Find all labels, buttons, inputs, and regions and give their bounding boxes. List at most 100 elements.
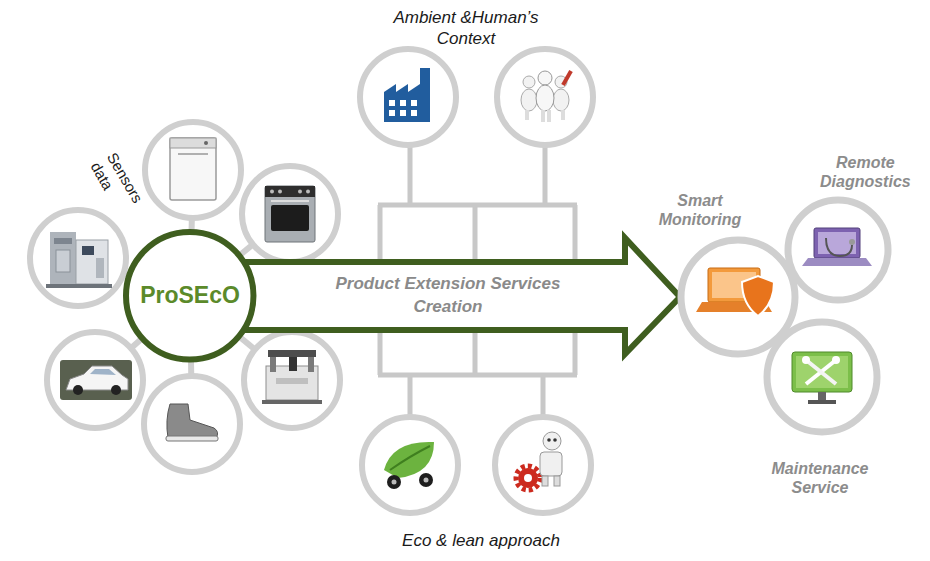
maintenance-icon [806,360,836,384]
robot-icon [547,438,551,442]
shoe-icon [166,436,218,441]
oven-icon [265,186,315,197]
eco-car-icon [384,442,434,489]
car-icon [60,360,132,400]
robot-icon [553,438,557,442]
robot-icon [524,474,532,482]
hub-circle: ProSEcO [126,232,253,359]
flow-label: Sensors data [86,150,149,222]
service-circle [767,322,877,432]
oven-icon [265,186,315,242]
dishwasher-icon [170,138,216,200]
machine-icon [54,238,72,244]
context-circle [495,417,591,513]
people-icon [547,110,551,122]
car-icon [60,360,132,400]
people-icon [525,110,529,120]
maintenance-icon [832,356,840,364]
factory-icon [411,110,417,116]
oven-icon [278,190,282,194]
machine-icon [56,250,70,272]
text-holder: Maintenance Service [763,459,877,497]
service-disk [681,200,888,432]
cnc-icon [262,400,322,404]
product-circle [145,122,241,218]
eco-car-icon [387,475,401,489]
oven-icon [306,190,310,194]
cnc-icon [262,350,322,404]
text-holder: Smart Monitoring [645,191,755,229]
car-icon [73,385,83,395]
robot-icon [542,476,548,486]
people-icon [538,71,552,85]
robot-icon [516,466,540,490]
product-circle [47,332,143,428]
dishwasher-icon [204,141,208,145]
maintenance-icon [806,360,836,384]
machine-icon [46,284,112,288]
product-circle [30,210,126,306]
people-icon [561,110,565,120]
text-holder: Ambient &Human’s Context [384,7,549,50]
oven-icon [271,200,309,202]
arrow-label: Product Extension Services Creation [315,273,580,319]
factory-icon [384,68,430,122]
text-holder: ProSEcO [140,282,240,310]
robot-icon [543,432,561,450]
dishwasher-icon [170,138,216,148]
service-disk [681,240,795,354]
robot-icon [518,468,538,488]
text-holder: Remote Diagnostics [820,153,911,191]
people-icon [521,70,573,122]
diagnostics-icon [814,228,860,258]
service-disk [788,200,888,300]
text-holder: Sensors data [86,150,149,222]
flow-arrow [241,238,680,354]
maintenance-icon [792,352,852,392]
eco-car-icon [392,480,397,485]
machine-icon [82,246,94,255]
oven-icon [270,190,274,194]
people-icon [536,85,554,111]
car-icon [90,369,116,375]
hub-circle [126,232,253,359]
context-circle [497,49,593,145]
people-icon [561,70,572,86]
group-heading: Ambient &Human’s Context [384,7,549,50]
oven-icon [271,205,309,231]
dishwasher-icon [170,138,216,200]
factory-icon [400,100,406,106]
factory-icon [400,110,406,116]
text-holder: Product Extension Services Creation [315,273,580,319]
shoe-icon [167,404,218,438]
machine-icon [46,232,112,288]
bracket-line [378,146,577,262]
people-icon [521,89,537,111]
oven-icon [298,190,302,194]
machine-icon [76,240,108,284]
eco-car-icon [424,478,429,483]
people-icon [541,110,545,122]
service-circle-outline [788,200,888,300]
robot-icon [540,452,562,476]
people-icon [553,89,569,111]
service-disk [767,322,877,432]
factory-icon [384,68,430,122]
factory-icon [389,100,395,106]
service-circle-outline [681,240,795,354]
diagnostics-icon [849,239,855,245]
cnc-icon [268,350,316,357]
service-circle: Maintenance Service [767,322,877,432]
text-holder: Eco & lean approach [402,530,560,551]
maintenance-icon [818,392,826,400]
product-circle [144,376,240,472]
oven-icon [265,186,315,242]
service-circle: Remote Diagnostics [788,200,888,300]
people-icon [523,76,535,88]
eco-car-icon [419,473,433,487]
hub-circle-outline [126,232,253,359]
maintenance-icon [808,400,836,404]
service-label: Maintenance Service [763,459,877,497]
context-circle [360,49,456,145]
